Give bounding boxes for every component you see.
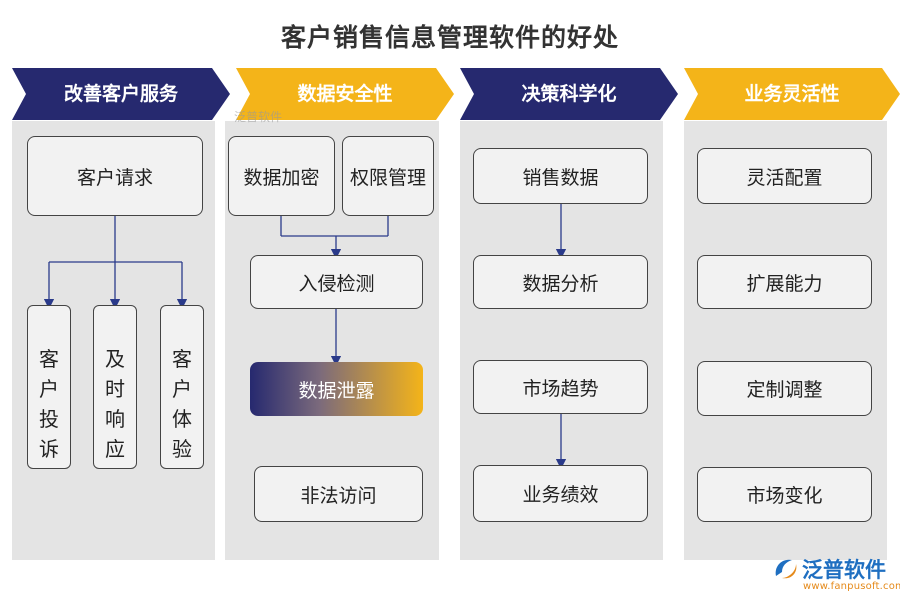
node-label: 客户体验 [172, 347, 192, 461]
node-business-performance: 业务绩效 [473, 465, 648, 522]
column-header-4: 业务灵活性 [684, 68, 900, 120]
node-permission-management: 权限管理 [342, 136, 434, 216]
node-customer-experience: 客户体验 [160, 305, 204, 469]
brand-logo: 泛普软件 www.fanpusoft.com [772, 554, 900, 596]
column-header-3: 决策科学化 [460, 68, 678, 120]
node-label: 客户投诉 [39, 347, 59, 461]
node-data-leak: 数据泄露 [250, 362, 423, 416]
logo-name: 泛普软件 [802, 558, 886, 582]
node-customer-complaint: 客户投诉 [27, 305, 71, 469]
node-scalability: 扩展能力 [697, 255, 872, 309]
node-market-trend: 市场趋势 [473, 360, 648, 414]
node-timely-response: 及时响应 [93, 305, 137, 469]
column-header-label: 改善客户服务 [63, 83, 178, 105]
node-custom-adjustment: 定制调整 [697, 361, 872, 416]
watermark: 泛普软件 [234, 110, 283, 124]
logo-url: www.fanpusoft.com [803, 581, 900, 592]
node-data-encryption: 数据加密 [228, 136, 335, 216]
column-header-1: 改善客户服务 [12, 68, 230, 120]
column-header-label: 数据安全性 [297, 83, 393, 105]
column-header-label: 业务灵活性 [744, 83, 840, 105]
node-data-analysis: 数据分析 [473, 255, 648, 309]
node-customer-request: 客户请求 [27, 136, 203, 216]
node-illegal-access: 非法访问 [254, 466, 423, 522]
page-title: 客户销售信息管理软件的好处 [280, 23, 619, 52]
node-market-change: 市场变化 [697, 467, 872, 522]
node-sales-data: 销售数据 [473, 148, 648, 204]
column-header-2: 数据安全性 [236, 68, 454, 120]
node-flexible-config: 灵活配置 [697, 148, 872, 204]
node-intrusion-detection: 入侵检测 [250, 255, 423, 309]
column-header-label: 决策科学化 [521, 83, 617, 105]
node-label: 及时响应 [105, 347, 125, 461]
logo-icon [775, 559, 797, 579]
